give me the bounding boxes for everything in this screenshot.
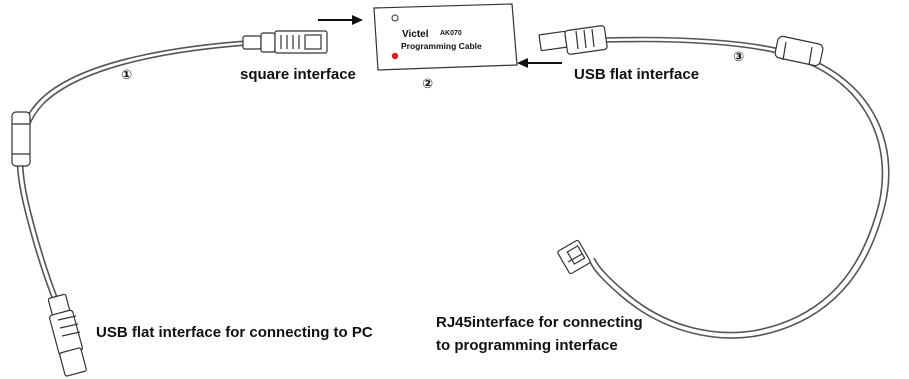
- label-square-interface: square interface: [240, 66, 356, 83]
- marker-2: ②: [422, 77, 434, 92]
- marker-1: ①: [121, 68, 133, 83]
- label-rj45-line1: RJ45interface for connecting: [436, 314, 643, 331]
- label-usb-to-pc: USB flat interface for connecting to PC: [96, 324, 373, 341]
- cable-3-usb-plug: [538, 25, 608, 55]
- programming-box: Victel AK070 Programming Cable: [373, 3, 518, 71]
- arrow-right-icon: [318, 15, 363, 25]
- box-indicator-hollow: [391, 14, 399, 22]
- label-rj45-line2: to programming interface: [436, 337, 618, 354]
- label-usb-flat-interface: USB flat interface: [574, 66, 700, 83]
- box-indicator-red: [391, 52, 399, 60]
- cable-1-square-plug: [242, 30, 328, 54]
- marker-3: ③: [733, 50, 745, 65]
- box-model: AK070: [440, 30, 462, 37]
- arrow-left-icon: [517, 58, 562, 68]
- cable-1: [16, 39, 263, 306]
- cable-3: [589, 36, 890, 339]
- box-title: Programming Cable: [401, 41, 482, 51]
- cable-3-rj45-plug: [557, 239, 591, 275]
- cable-3-ferrite: [774, 35, 824, 67]
- box-brand: Victel: [402, 29, 429, 40]
- cable-1-ferrite: [11, 111, 31, 167]
- cable-1-usb-plug: [47, 293, 87, 377]
